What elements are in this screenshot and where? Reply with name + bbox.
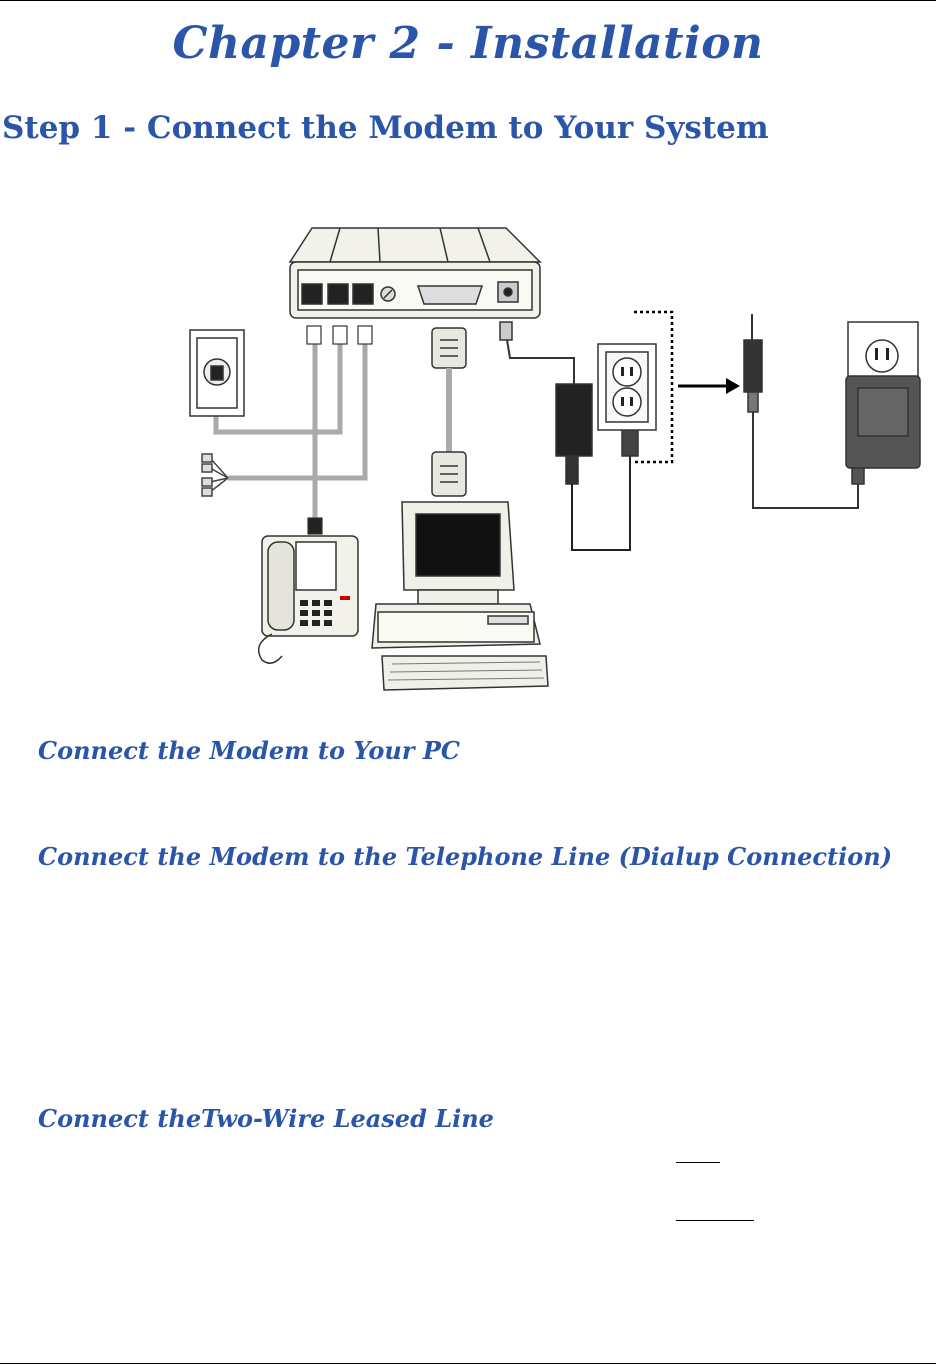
arrow-icon <box>678 378 740 394</box>
top-rule <box>0 0 936 1</box>
db25-cable <box>431 327 467 497</box>
alternative-bracket <box>634 310 674 464</box>
section-heading-pc: Connect the Modem to Your PC <box>38 736 460 765</box>
leased-line-wires <box>201 453 229 497</box>
section-heading-telephone: Connect the Modem to the Telephone Line … <box>38 842 893 871</box>
step-title: Step 1 - Connect the Modem to Your Syste… <box>2 110 769 146</box>
bottom-rule <box>0 1363 936 1364</box>
ac-outlet <box>597 343 657 431</box>
chapter-title: Chapter 2 - Installation <box>172 18 764 69</box>
phone-cords <box>213 330 368 520</box>
wall-phone-jack <box>189 329 245 417</box>
modem <box>288 227 542 319</box>
section-heading-leased-line: Connect theTwo-Wire Leased Line <box>38 1104 494 1133</box>
telephone <box>257 535 359 664</box>
blank-line <box>676 1220 754 1221</box>
installation-diagram <box>189 227 921 691</box>
power-adapter <box>499 321 639 551</box>
blank-line <box>676 1162 720 1163</box>
computer <box>371 501 549 691</box>
plug-in-adapter <box>743 314 921 509</box>
